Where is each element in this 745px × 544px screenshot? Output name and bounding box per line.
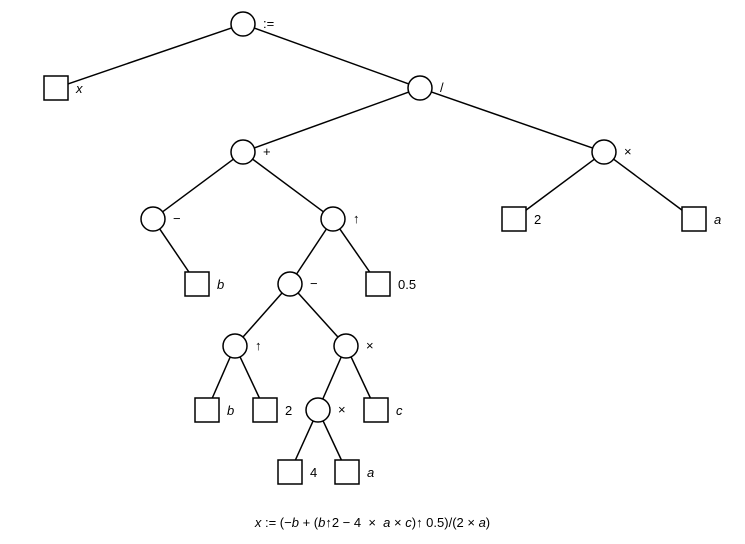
caption-close-pow: )↑ 0.5)/(2 × [411, 515, 479, 530]
node-times-mid: × [333, 333, 374, 359]
node-label-times-mid: × [366, 338, 374, 353]
node-minus: − [277, 271, 318, 297]
edge-times-top-to-two-leaf-top [525, 158, 595, 211]
node-half-leaf: 0.5 [365, 271, 416, 297]
edge-plus-to-negate [162, 158, 234, 213]
operator-node-circle [407, 75, 433, 101]
edge-divide-to-plus [254, 91, 409, 149]
edge-power-inner-to-two-leaf-pow [239, 356, 261, 399]
edge-times-low-to-four-leaf [294, 420, 314, 461]
expression-tree: := x / + × 2 a − b ↑ − 0.5 ↑ × b 2 × c 4 a [43, 11, 721, 485]
caption-var-x: x [254, 515, 262, 530]
edge-power-outer-to-half-leaf [339, 228, 371, 273]
leaf-node-square [501, 206, 527, 232]
edge-power-inner-to-b-leaf-pow [211, 356, 231, 399]
node-label-b-leaf-neg: b [217, 277, 224, 292]
tree-edges [67, 27, 683, 461]
caption-var-b1: b [291, 515, 299, 530]
node-label-power-inner: ↑ [255, 338, 262, 353]
node-label-assign: := [263, 16, 274, 31]
caption-var-a2: a [478, 515, 486, 530]
node-x-leaf: x [43, 75, 83, 101]
operator-node-circle [305, 397, 331, 423]
node-label-four-leaf: 4 [310, 465, 317, 480]
operator-node-circle [230, 139, 256, 165]
node-label-minus: − [310, 276, 318, 291]
node-divide: / [407, 75, 444, 101]
edge-power-outer-to-minus [295, 228, 328, 275]
leaf-node-square [252, 397, 278, 423]
tree-nodes: := x / + × 2 a − b ↑ − 0.5 ↑ × b 2 × c 4 a [43, 11, 721, 485]
edge-times-mid-to-c-leaf [350, 356, 372, 399]
edge-assign-to-divide [254, 27, 409, 85]
node-power-inner: ↑ [222, 333, 262, 359]
node-b-leaf-neg: b [184, 271, 224, 297]
node-a-leaf-top: a [681, 206, 721, 232]
node-label-a-leaf-low: a [367, 465, 374, 480]
leaf-node-square [194, 397, 220, 423]
caption-plus-open: + ( [298, 515, 319, 530]
node-times-top: × [591, 139, 632, 165]
operator-node-circle [320, 206, 346, 232]
node-plus: + [230, 139, 271, 165]
operator-node-circle [230, 11, 256, 37]
edge-times-top-to-a-leaf-top [613, 158, 683, 211]
node-c-leaf: c [363, 397, 403, 423]
leaf-node-square [334, 459, 360, 485]
edge-times-low-to-a-leaf-low [322, 420, 343, 461]
caption-var-c: c [405, 515, 412, 530]
node-negate: − [140, 206, 181, 232]
node-times-low: × [305, 397, 346, 423]
node-label-a-leaf-top: a [714, 212, 721, 227]
node-two-leaf-pow: 2 [252, 397, 292, 423]
node-label-times-low: × [338, 402, 346, 417]
node-assign: := [230, 11, 274, 37]
node-label-b-leaf-pow: b [227, 403, 234, 418]
node-label-x-leaf: x [75, 81, 83, 96]
edge-divide-to-times-top [431, 91, 593, 149]
edge-plus-to-power-outer [252, 158, 324, 213]
leaf-node-square [43, 75, 69, 101]
caption-times: × [390, 515, 406, 530]
node-label-divide: / [440, 80, 444, 95]
edge-assign-to-x-leaf [67, 27, 232, 85]
node-label-negate: − [173, 211, 181, 226]
node-label-c-leaf: c [396, 403, 403, 418]
edge-times-mid-to-times-low [322, 356, 342, 400]
caption-assign: := (− [261, 515, 292, 530]
caption-pow-part: ↑2 − 4 × [325, 515, 384, 530]
leaf-node-square [277, 459, 303, 485]
node-a-leaf-low: a [334, 459, 374, 485]
edge-minus-to-power-inner [242, 292, 283, 338]
leaf-node-square [363, 397, 389, 423]
node-b-leaf-pow: b [194, 397, 234, 423]
leaf-node-square [184, 271, 210, 297]
caption-var-b2: b [318, 515, 326, 530]
node-label-two-leaf-pow: 2 [285, 403, 292, 418]
node-two-leaf-top: 2 [501, 206, 541, 232]
operator-node-circle [222, 333, 248, 359]
leaf-node-square [365, 271, 391, 297]
node-label-half-leaf: 0.5 [398, 277, 416, 292]
operator-node-circle [591, 139, 617, 165]
node-power-outer: ↑ [320, 206, 360, 232]
node-label-plus: + [263, 144, 271, 159]
leaf-node-square [681, 206, 707, 232]
caption-close: ) [485, 515, 491, 530]
operator-node-circle [277, 271, 303, 297]
operator-node-circle [140, 206, 166, 232]
edge-negate-to-b-leaf-neg [159, 228, 190, 273]
formula-caption: x := (−b + (b↑2 − 4 × a × c)↑ 0.5)/(2 × … [0, 515, 745, 530]
edge-minus-to-times-mid [297, 292, 339, 338]
operator-node-circle [333, 333, 359, 359]
node-label-two-leaf-top: 2 [534, 212, 541, 227]
node-four-leaf: 4 [277, 459, 317, 485]
node-label-power-outer: ↑ [353, 211, 360, 226]
caption-var-a1: a [383, 515, 391, 530]
node-label-times-top: × [624, 144, 632, 159]
